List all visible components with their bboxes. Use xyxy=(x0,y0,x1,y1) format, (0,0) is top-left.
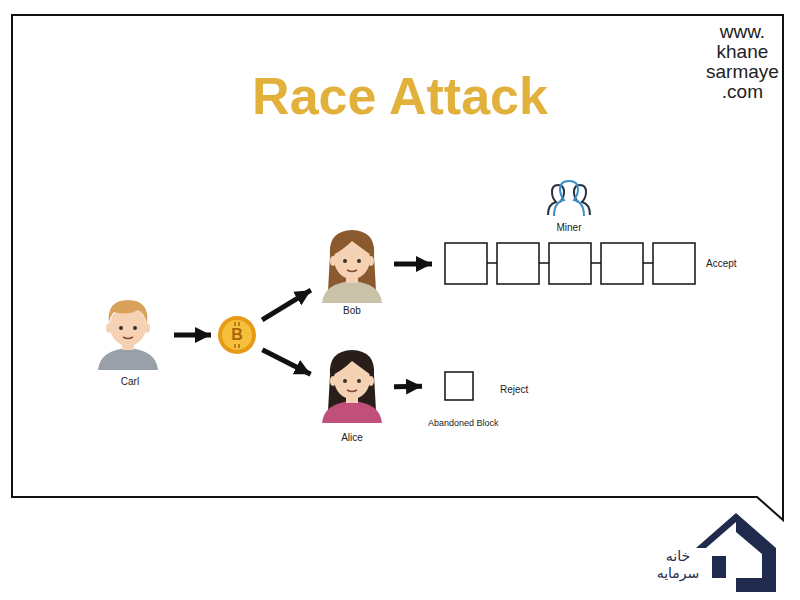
node-label: Abandoned Block xyxy=(428,418,499,428)
node-picture xyxy=(316,345,388,427)
person-illustration xyxy=(316,345,388,423)
arrow-connector xyxy=(262,290,311,320)
node-label: B xyxy=(217,326,257,344)
node-label: Bob xyxy=(316,305,388,316)
person-node: Bob xyxy=(316,225,388,317)
node-label: Miner xyxy=(539,222,599,233)
node-label: Accept xyxy=(706,258,737,269)
block-illustration xyxy=(444,371,474,401)
arrow-connector xyxy=(174,333,211,338)
person-illustration xyxy=(316,225,388,303)
node-picture xyxy=(316,225,388,307)
arrow-connector xyxy=(262,350,310,375)
person-node: Carl xyxy=(92,292,168,392)
node-label: Alice xyxy=(316,432,388,443)
node-label: Reject xyxy=(500,384,528,395)
person-node: Alice xyxy=(316,345,388,445)
brand-name: خانه سرمایه xyxy=(648,548,708,582)
blockchain-illustration xyxy=(438,180,698,290)
arrow-connector xyxy=(394,384,422,390)
blockchain-node: MinerAccept xyxy=(438,180,758,290)
arrow-connector xyxy=(394,262,432,267)
person-illustration xyxy=(92,292,164,370)
website-url: www. khane sarmaye .com xyxy=(706,22,779,102)
abandoned-block-node: Abandoned Block Reject xyxy=(428,368,568,430)
node-picture xyxy=(438,180,698,294)
diagram-title: Race Attack xyxy=(0,66,800,126)
node-picture xyxy=(92,292,164,374)
coin-node: B xyxy=(217,315,257,355)
node-label: Carl xyxy=(92,376,168,387)
